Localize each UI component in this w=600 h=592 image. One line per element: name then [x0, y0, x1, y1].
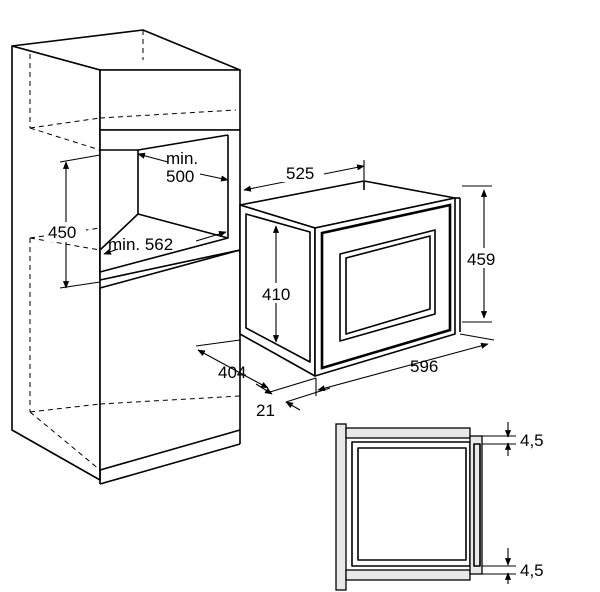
label-oven-body-height: 410	[262, 285, 290, 304]
cabinet-top-box	[99, 69, 241, 131]
oven-body-depth-dimension	[195, 339, 269, 389]
label-min-depth-prefix: min.	[166, 149, 198, 168]
niche-floor	[99, 213, 229, 273]
oven-width-dimension	[315, 333, 495, 396]
label-min-depth-value: 500	[166, 167, 194, 186]
min-depth-dimension	[137, 152, 229, 182]
label-oven-width: 596	[410, 357, 438, 376]
oven-side-inset	[245, 213, 311, 363]
cabinet	[11, 29, 241, 485]
oven-door-frame	[320, 203, 452, 370]
cabinet-lower-door	[99, 249, 241, 471]
label-cabinet-height: 450	[48, 223, 76, 242]
label-oven-front-height: 459	[467, 250, 495, 269]
label-min-width: min. 562	[108, 235, 173, 254]
label-oven-depth: 525	[286, 164, 314, 183]
oven-window	[339, 229, 436, 342]
section-oven-body	[351, 441, 471, 567]
oven-front-panel	[314, 197, 456, 377]
section-front-panel	[469, 435, 483, 575]
section-left-wall	[335, 423, 347, 591]
label-gap-bottom: 4,5	[520, 561, 544, 580]
gap-bottom-dimension	[482, 548, 516, 584]
label-gap-top: 4,5	[520, 431, 544, 450]
cabinet-side-panel	[11, 45, 101, 481]
label-oven-body-depth: 404	[218, 363, 246, 382]
label-front-offset: 21	[256, 401, 275, 420]
cabinet-hidden-lines	[29, 30, 241, 471]
section-top-shelf	[345, 427, 471, 439]
section-bottom-shelf	[345, 569, 471, 581]
section-view	[335, 423, 483, 591]
oven	[239, 180, 461, 377]
min-width-dimension	[103, 231, 227, 255]
gap-top-dimension	[482, 422, 516, 456]
